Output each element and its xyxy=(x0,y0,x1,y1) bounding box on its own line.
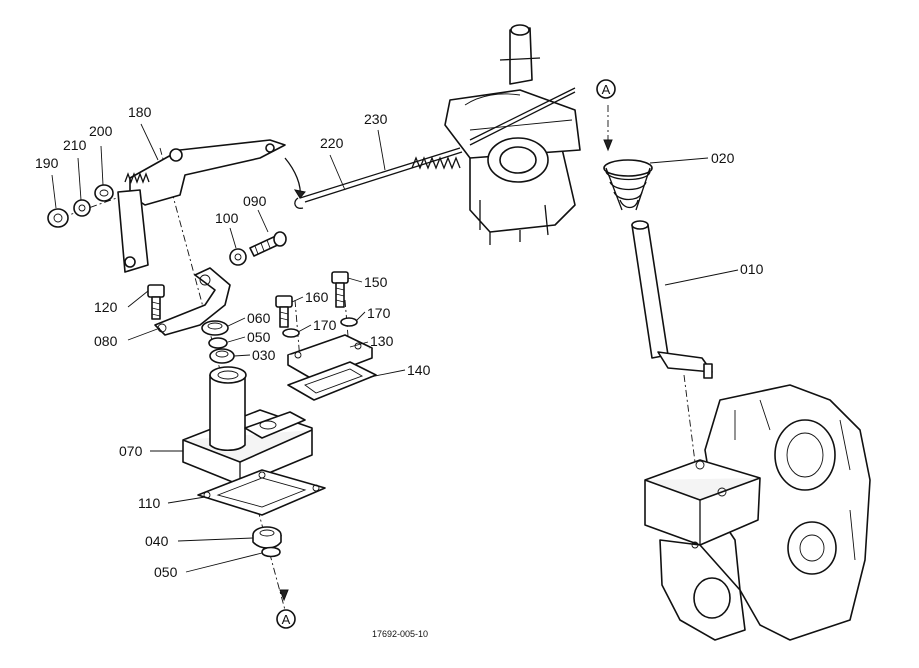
callout-010: 010 xyxy=(740,261,764,277)
washer-210 xyxy=(73,199,91,217)
reference-marker-top-label: A xyxy=(602,82,611,97)
callout-170-right: 170 xyxy=(367,305,391,321)
bushing-040 xyxy=(252,526,282,549)
callout-040: 040 xyxy=(145,533,169,549)
callout-190: 190 xyxy=(35,155,59,171)
callout-110: 110 xyxy=(138,495,161,511)
governor-rod-220 xyxy=(294,147,463,209)
reference-marker-bottom: A xyxy=(276,609,296,629)
callout-030: 030 xyxy=(252,347,276,363)
callout-140: 140 xyxy=(407,362,431,378)
washer-200 xyxy=(94,184,114,202)
bolt-090 xyxy=(249,231,287,257)
callout-150: 150 xyxy=(364,274,388,290)
callout-200: 200 xyxy=(89,123,113,139)
callout-050-lower: 050 xyxy=(154,564,178,580)
callout-050-upper: 050 xyxy=(247,329,271,345)
callout-180: 180 xyxy=(128,104,152,120)
callout-100: 100 xyxy=(215,210,239,226)
figure-code: 17692-005-10 xyxy=(372,629,428,639)
spring-020 xyxy=(603,159,653,211)
leader-lines xyxy=(51,123,739,602)
carburetor-assembly xyxy=(444,24,581,245)
callout-210: 210 xyxy=(63,137,87,153)
governor-shaft-010 xyxy=(631,220,713,379)
cover-plate-130 xyxy=(287,334,373,381)
callout-230: 230 xyxy=(364,111,388,127)
callout-120: 120 xyxy=(94,299,118,315)
nut-190 xyxy=(47,208,69,228)
washer-170-left xyxy=(282,328,300,338)
seal-030 xyxy=(209,348,235,364)
gasket-110 xyxy=(197,469,326,516)
governor-lever-180 xyxy=(117,139,306,273)
governor-housing-070 xyxy=(182,366,313,486)
callout-160: 160 xyxy=(305,289,329,305)
callout-080: 080 xyxy=(94,333,118,349)
gasket-140 xyxy=(287,361,377,401)
bolt-150 xyxy=(331,271,349,308)
nut-100 xyxy=(229,248,247,266)
callout-220: 220 xyxy=(320,135,344,151)
callout-060: 060 xyxy=(247,310,271,326)
bushing-060 xyxy=(201,320,229,336)
reference-marker-bottom-label: A xyxy=(282,612,291,627)
spring-230 xyxy=(411,156,461,170)
bolt-120 xyxy=(147,284,165,320)
callout-070: 070 xyxy=(119,443,143,459)
snap-ring-050-lower xyxy=(261,546,281,558)
washer-170-right xyxy=(340,317,358,327)
callout-labels: 190 210 200 180 100 090 230 220 020 010 … xyxy=(35,104,764,580)
snap-ring-050-upper xyxy=(208,337,228,349)
callout-170-left: 170 xyxy=(313,317,337,333)
callout-130: 130 xyxy=(370,333,394,349)
callout-020: 020 xyxy=(711,150,735,166)
engine-block xyxy=(644,384,871,641)
reference-marker-top: A xyxy=(596,79,616,99)
lever-plate-080 xyxy=(154,267,231,336)
callout-090: 090 xyxy=(243,193,267,209)
bolt-160 xyxy=(275,295,293,328)
